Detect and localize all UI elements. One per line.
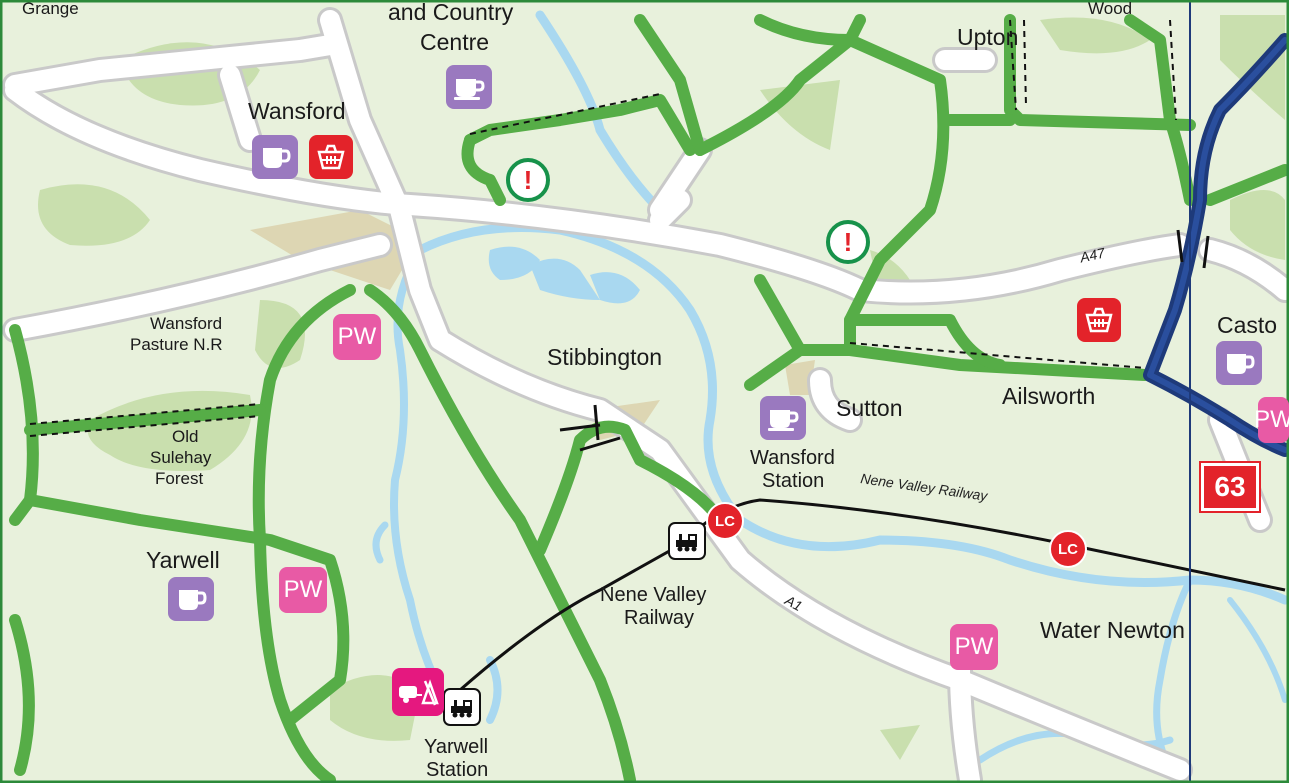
shop-basket-icon[interactable]: [1077, 298, 1121, 342]
place-label-wood: Wood: [1088, 0, 1133, 18]
pub-icon[interactable]: PW: [333, 314, 381, 360]
place-label-nene-valley-railway-2: Railway: [624, 607, 695, 629]
place-label-old-sulehay: Old: [172, 427, 199, 446]
place-label-water-newton: Water Newton: [1040, 617, 1185, 643]
warning-icon[interactable]: !: [826, 220, 870, 264]
place-label-stibbington: Stibbington: [547, 344, 663, 370]
place-label-nene-valley-railway: Nene Valley: [600, 584, 707, 606]
warning-icon[interactable]: !: [506, 158, 550, 202]
steam-train-icon[interactable]: [443, 688, 481, 726]
cycle-routes: [9, 14, 1289, 783]
tracks: [29, 19, 1177, 437]
level-crossing-icon[interactable]: LC: [1049, 530, 1087, 568]
place-label-wansford: Wansford: [248, 98, 346, 124]
place-label-old-sulehay-3: Forest: [155, 469, 204, 488]
route-number-badge: 63: [1199, 461, 1261, 513]
campsite-caravan-icon[interactable]: [392, 668, 444, 716]
place-label-wansford-pasture: Wansford: [150, 314, 223, 333]
cafe-icon[interactable]: [168, 577, 214, 621]
lakes: [488, 246, 640, 304]
cafe-icon[interactable]: [1216, 341, 1262, 385]
place-label-wansford-station: Wansford: [750, 447, 835, 469]
place-label-upton: Upton: [957, 24, 1019, 50]
place-label-wansford-pasture-2: Pasture N.R: [130, 335, 223, 354]
place-label-country-centre-2: Centre: [420, 29, 490, 55]
place-label-yarwell-station-2: Station: [426, 759, 489, 781]
place-label-country-centre: and Country: [388, 0, 514, 25]
place-label-sutton: Sutton: [836, 395, 903, 421]
place-label-castor: Casto: [1217, 312, 1278, 338]
cafe-icon[interactable]: [760, 396, 806, 440]
cafe-icon[interactable]: [252, 135, 298, 179]
place-label-grange: Grange: [22, 0, 79, 18]
pub-icon[interactable]: PW: [1254, 397, 1289, 443]
place-label-yarwell-station: Yarwell: [424, 736, 489, 758]
level-crossing-icon[interactable]: LC: [706, 502, 744, 540]
bridge-marks: [559, 229, 1210, 452]
place-label-ailsworth: Ailsworth: [1002, 383, 1096, 409]
cafe-icon[interactable]: [446, 65, 492, 109]
steam-train-icon[interactable]: [668, 522, 706, 560]
place-label-wansford-station-2: Station: [762, 470, 825, 492]
shop-basket-icon[interactable]: [309, 135, 353, 179]
pub-icon[interactable]: PW: [279, 567, 327, 613]
place-label-old-sulehay-2: Sulehay: [150, 448, 212, 467]
pub-icon[interactable]: PW: [950, 624, 998, 670]
place-label-yarwell: Yarwell: [146, 547, 220, 573]
